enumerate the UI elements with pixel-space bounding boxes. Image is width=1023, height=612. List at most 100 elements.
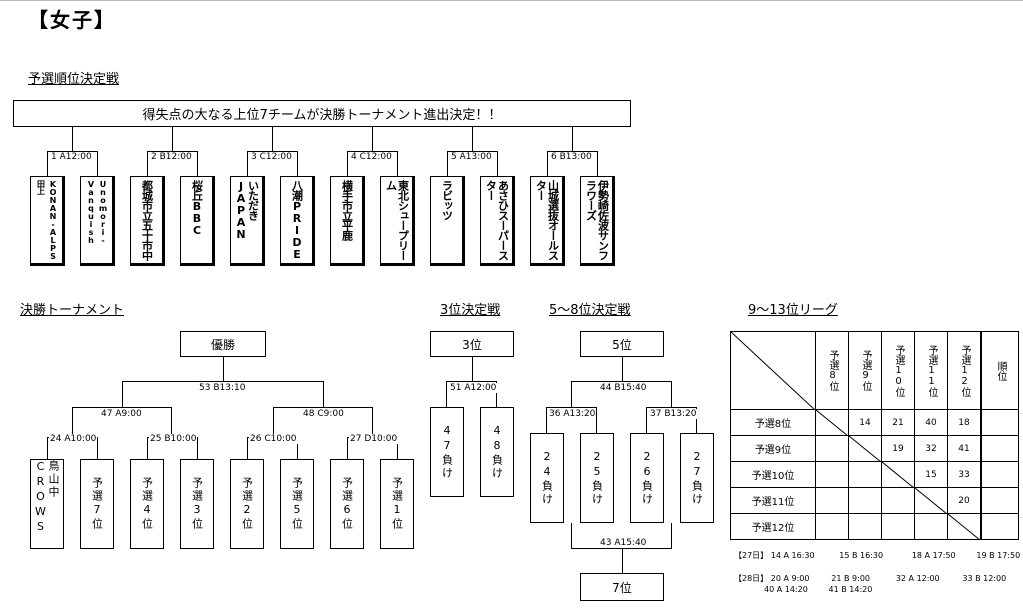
prelim-match-label: 3 C12:00 (250, 152, 293, 162)
final-slot: 予選4位 (130, 459, 164, 549)
schedule-day27: 【27日】 14 A 16:30 15 B 16:30 18 A 17:50 1… (734, 551, 1021, 560)
league-cell (947, 513, 982, 540)
prelim-team: 東北シュープリーム (380, 176, 415, 266)
fifth-slot: 25負け (580, 433, 614, 523)
match-36-label: 36 A13:20 (548, 409, 597, 419)
schedule-day28: 【28日】 20 A 9:00 21 B 9:00 32 A 12:00 33 … (734, 574, 1007, 583)
prelim-team: 都城市立五十市中 (130, 176, 165, 266)
fifth-slot: 24負け (530, 433, 564, 523)
league-cell (815, 435, 849, 462)
match-27-label: 27 D10:00 (349, 434, 399, 444)
third-slot: 48負け (480, 407, 514, 497)
league-cell (980, 461, 1019, 488)
prelim-team: 伊勢崎佐波サンフラワーズ (580, 176, 615, 266)
match-24-label: 24 A10:00 (49, 434, 98, 444)
league-corner (730, 331, 816, 410)
league-row-name: 予選9位 (730, 435, 816, 462)
match-47-label: 47 A9:00 (100, 409, 143, 419)
fifth-slot: 27負け (680, 433, 714, 523)
top-rule (0, 0, 1023, 1)
league-cell (848, 461, 882, 488)
league-cell (848, 435, 882, 462)
league-cell (980, 487, 1019, 514)
league-cell (881, 487, 915, 514)
league-col-header: 予選8位 (815, 331, 849, 410)
league-cell (848, 513, 882, 540)
league-row-name: 予選8位 (730, 409, 816, 436)
prelim-team: 山城選抜オールスター (530, 176, 565, 266)
match-44-label: 44 B15:40 (599, 383, 648, 393)
league-row-name: 予選10位 (730, 461, 816, 488)
league-col-header: 予選10位 (881, 331, 915, 410)
final-slot: 予選3位 (180, 459, 214, 549)
fifth-place-box: 5位 (580, 331, 664, 357)
match-53-label: 53 B13:10 (198, 383, 247, 393)
prelim-team: KONAN-ALPS田上 (30, 176, 65, 266)
prelim-match-label: 5 A13:00 (450, 152, 493, 162)
league-cell: 40 (914, 409, 948, 436)
league-cell: 21 (881, 409, 915, 436)
match-25-label: 25 B10:00 (149, 434, 198, 444)
league-row: 予選12位 (730, 513, 1019, 540)
third-place-box: 3位 (430, 331, 514, 357)
league-cell: 15 (914, 461, 948, 488)
section-fifth: 5～8位決定戦 (549, 303, 631, 318)
page-title: 【女子】 (28, 8, 116, 32)
third-slot: 47負け (430, 407, 464, 497)
league-row-name: 予選11位 (730, 487, 816, 514)
prelim-team: 横手市立平鹿 (330, 176, 365, 266)
league-col-header: 予選11位 (914, 331, 948, 410)
final-slot: 予選5位 (280, 459, 314, 549)
match-37-label: 37 B13:20 (649, 409, 698, 419)
prelim-team: いただきJAPAN (230, 176, 265, 266)
champion-box: 優勝 (180, 331, 266, 357)
prelim-team: ラビッツ (430, 176, 465, 266)
prelim-match-label: 2 B12:00 (150, 152, 193, 162)
prelim-match-label: 6 B13:00 (550, 152, 593, 162)
league-cell: 18 (947, 409, 982, 436)
schedule-day28-cont: 40 A 14:20 41 B 14:20 (764, 585, 873, 594)
league-cell (815, 409, 849, 436)
final-slot: 予選2位 (230, 459, 264, 549)
league-cell: 14 (848, 409, 882, 436)
league-cell (881, 513, 915, 540)
final-slot: 鳥山中CROWS (30, 459, 64, 549)
league-cell (914, 513, 948, 540)
league-row: 予選11位 20 (730, 487, 1019, 514)
league-cell (914, 487, 948, 514)
league-cell: 32 (914, 435, 948, 462)
match-48-label: 48 C9:00 (302, 409, 345, 419)
prelim-match-label: 4 C12:00 (350, 152, 393, 162)
prelim-team: あさひスーパースター (480, 176, 515, 266)
league-cell (815, 487, 849, 514)
league-cell: 33 (947, 461, 982, 488)
league-cell: 19 (881, 435, 915, 462)
league-cell (848, 487, 882, 514)
league-col-header: 予選9位 (848, 331, 882, 410)
league-row-name: 予選12位 (730, 513, 816, 540)
section-third: 3位決定戦 (440, 303, 501, 318)
seventh-place-box: 7位 (580, 573, 664, 601)
league-cell (881, 461, 915, 488)
league-col-header: 予選12位 (947, 331, 982, 410)
section-league: 9～13位リーグ (748, 303, 838, 318)
league-cell: 20 (947, 487, 982, 514)
league-cell (815, 461, 849, 488)
prelim-team: 桜丘BBC (180, 176, 215, 266)
fifth-slot: 26負け (630, 433, 664, 523)
prelim-match-label: 1 A12:00 (50, 152, 93, 162)
league-col-header: 順位 (980, 331, 1019, 410)
prelim-team: Unomori-Vanquish (80, 176, 115, 266)
league-cell: 41 (947, 435, 982, 462)
league-cell (980, 409, 1019, 436)
match-26-label: 26 C10:00 (249, 434, 298, 444)
section-prelim: 予選順位決定戦 (28, 72, 120, 87)
final-slot: 予選7位 (80, 459, 114, 549)
match-43-label: 43 A15:40 (599, 538, 648, 548)
league-cell (980, 435, 1019, 462)
league-cell (815, 513, 849, 540)
